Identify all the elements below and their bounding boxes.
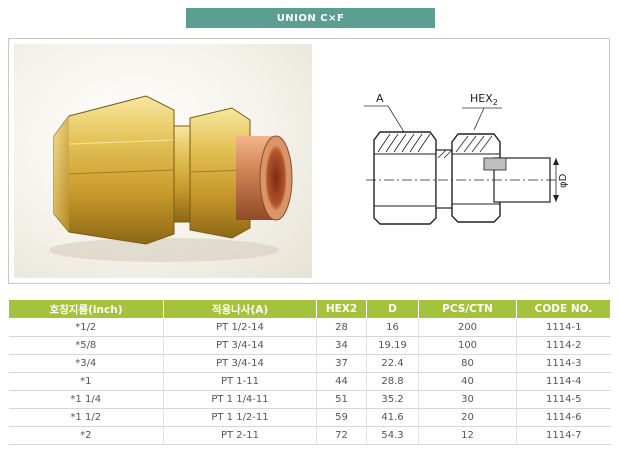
cell-code-no: 1114-3 <box>516 354 611 373</box>
cell-code-no: 1114-2 <box>516 336 611 355</box>
cell-d: 16 <box>366 318 419 337</box>
cell-size: *3/4 <box>8 354 164 373</box>
product-photo <box>14 44 312 278</box>
col-header-pcs-ctn: PCS/CTN <box>418 299 517 319</box>
cell-size: *2 <box>8 426 164 445</box>
cell-pcs-ctn: 200 <box>418 318 517 337</box>
spec-table: 호칭지름(inch) 적용나사(A) HEX2 D PCS/CTN CODE N… <box>8 299 611 445</box>
cell-size: *1 1/4 <box>8 390 164 409</box>
cell-pcs-ctn: 12 <box>418 426 517 445</box>
cell-size: *5/8 <box>8 336 164 355</box>
cell-d: 54.3 <box>366 426 419 445</box>
cell-code-no: 1114-1 <box>516 318 611 337</box>
cell-hex2: 34 <box>316 336 367 355</box>
cell-hex2: 28 <box>316 318 367 337</box>
cell-d: 19.19 <box>366 336 419 355</box>
cell-pcs-ctn: 80 <box>418 354 517 373</box>
label-hex-sub: 2 <box>493 98 498 107</box>
cell-thread: PT 1/2-14 <box>163 318 317 337</box>
cell-thread: PT 1 1/4-11 <box>163 390 317 409</box>
cell-code-no: 1114-7 <box>516 426 611 445</box>
cell-hex2: 51 <box>316 390 367 409</box>
union-fitting-photo-illustration <box>49 95 293 262</box>
cell-hex2: 72 <box>316 426 367 445</box>
label-diameter: φD <box>558 173 569 188</box>
label-a: A <box>376 92 384 105</box>
cell-pcs-ctn: 100 <box>418 336 517 355</box>
figure-panel: A HEX2 <box>8 38 610 284</box>
table-row: *1 1/2 PT 1 1/2-11 59 41.6 20 1114-6 <box>8 408 611 427</box>
cell-d: 22.4 <box>366 354 419 373</box>
cell-size: *1/2 <box>8 318 164 337</box>
cell-d: 41.6 <box>366 408 419 427</box>
svg-text:HEX2: HEX2 <box>470 92 498 107</box>
label-hex: HEX <box>470 92 493 105</box>
table-row: *5/8 PT 3/4-14 34 19.19 100 1114-2 <box>8 336 611 355</box>
page-title: UNION C×F <box>186 8 435 28</box>
cell-pcs-ctn: 40 <box>418 372 517 391</box>
cell-pcs-ctn: 20 <box>418 408 517 427</box>
table-row: *1 PT 1-11 44 28.8 40 1114-4 <box>8 372 611 391</box>
cell-thread: PT 3/4-14 <box>163 336 317 355</box>
cell-hex2: 59 <box>316 408 367 427</box>
cell-thread: PT 1 1/2-11 <box>163 408 317 427</box>
cell-d: 28.8 <box>366 372 419 391</box>
col-header-hex2: HEX2 <box>316 299 367 319</box>
col-header-code-no: CODE NO. <box>516 299 611 319</box>
table-row: *3/4 PT 3/4-14 37 22.4 80 1114-3 <box>8 354 611 373</box>
cell-code-no: 1114-6 <box>516 408 611 427</box>
cell-thread: PT 1-11 <box>163 372 317 391</box>
cell-hex2: 44 <box>316 372 367 391</box>
cell-size: *1 <box>8 372 164 391</box>
cell-code-no: 1114-4 <box>516 372 611 391</box>
cell-d: 35.2 <box>366 390 419 409</box>
cell-hex2: 37 <box>316 354 367 373</box>
cell-thread: PT 2-11 <box>163 426 317 445</box>
cell-pcs-ctn: 30 <box>418 390 517 409</box>
table-header-row: 호칭지름(inch) 적용나사(A) HEX2 D PCS/CTN CODE N… <box>8 299 611 319</box>
table-row: *2 PT 2-11 72 54.3 12 1114-7 <box>8 426 611 445</box>
technical-drawing: A HEX2 <box>364 92 569 225</box>
col-header-size: 호칭지름(inch) <box>8 299 164 319</box>
cell-thread: PT 3/4-14 <box>163 354 317 373</box>
table-row: *1/2 PT 1/2-14 28 16 200 1114-1 <box>8 318 611 337</box>
cell-code-no: 1114-5 <box>516 390 611 409</box>
table-row: *1 1/4 PT 1 1/4-11 51 35.2 30 1114-5 <box>8 390 611 409</box>
col-header-d: D <box>366 299 419 319</box>
cell-size: *1 1/2 <box>8 408 164 427</box>
col-header-thread: 적용나사(A) <box>163 299 317 319</box>
